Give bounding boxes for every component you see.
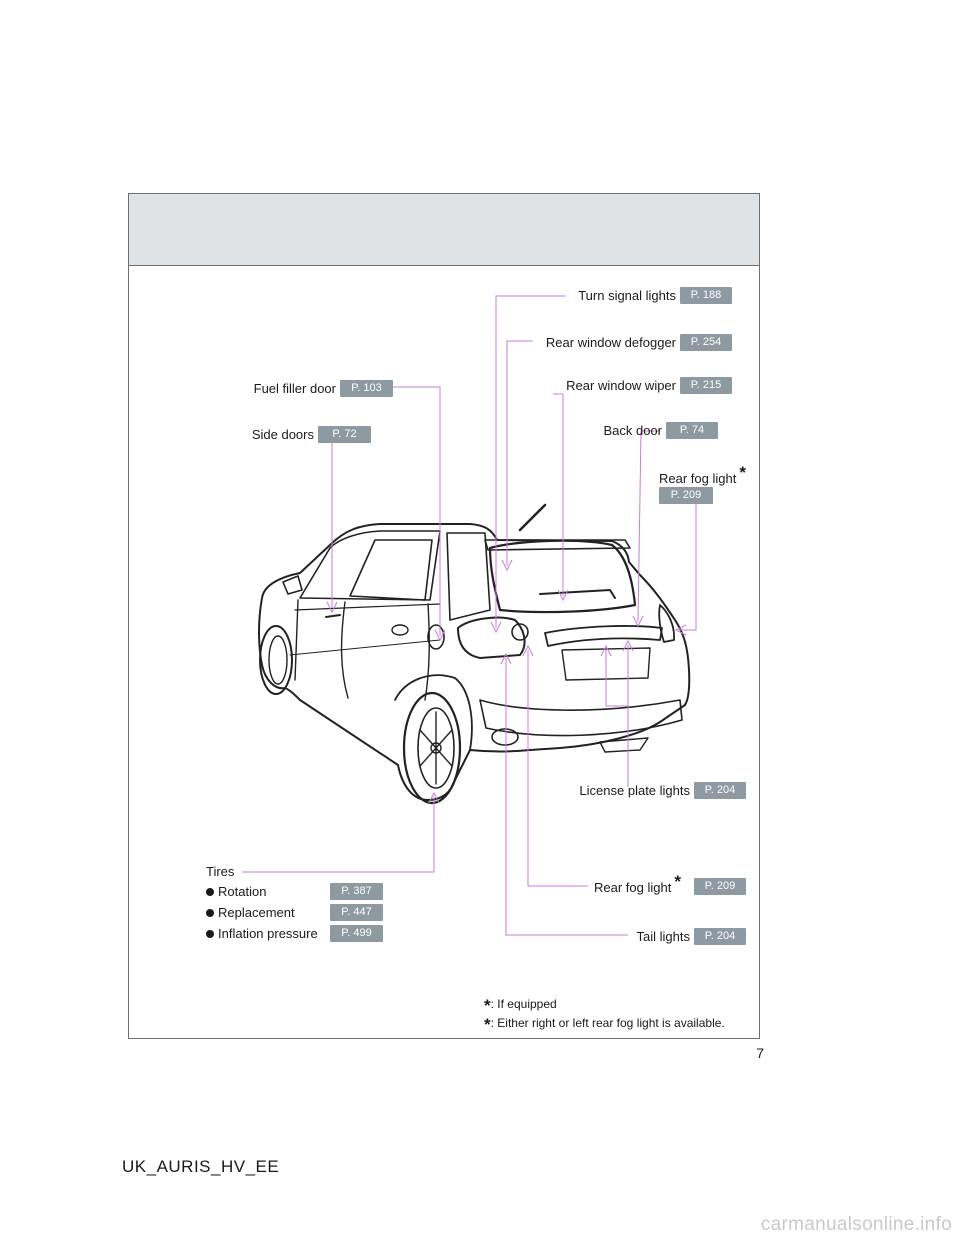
page-ref-rear-fog-top[interactable]: P. 209 xyxy=(659,487,713,504)
frame-header-band xyxy=(129,194,759,266)
label-side-doors: Side doors xyxy=(251,427,314,442)
bullet-icon xyxy=(206,909,214,917)
page-ref-rear-defogger[interactable]: P. 254 xyxy=(680,334,732,351)
footnote-if-equipped: *: If equipped xyxy=(484,994,725,1015)
tires-item-text: Replacement xyxy=(218,905,295,920)
page-ref-rotation[interactable]: P. 387 xyxy=(330,883,383,900)
tires-item-replacement: Replacement xyxy=(206,905,295,921)
tires-item-text: Rotation xyxy=(218,884,267,899)
footnotes: *: If equipped *: Either right or left r… xyxy=(484,994,725,1034)
bullet-icon xyxy=(206,930,214,938)
label-rear-fog-light-top: Rear fog light* xyxy=(659,464,746,487)
bullet-icon xyxy=(206,888,214,896)
page-ref-side-doors[interactable]: P. 72 xyxy=(318,426,371,443)
label-rear-window-wiper: Rear window wiper xyxy=(566,378,676,393)
label-license-plate-lights: License plate lights xyxy=(579,783,690,798)
label-rear-fog-light-bottom: Rear fog light* xyxy=(594,873,681,896)
label-back-door: Back door xyxy=(603,423,662,438)
page-ref-fuel-door[interactable]: P. 103 xyxy=(340,380,393,397)
asterisk-mark: * xyxy=(484,1015,491,1034)
page-ref-license-plate[interactable]: P. 204 xyxy=(694,782,746,799)
asterisk-mark: * xyxy=(484,996,491,1015)
page-ref-rear-fog-bottom[interactable]: P. 209 xyxy=(694,878,746,895)
label-turn-signal-lights: Turn signal lights xyxy=(578,288,676,303)
page-ref-rear-wiper[interactable]: P. 215 xyxy=(680,377,732,394)
footer-code: UK_AURIS_HV_EE xyxy=(122,1157,280,1176)
label-rear-window-defogger: Rear window defogger xyxy=(545,335,676,350)
asterisk-mark: * xyxy=(674,872,681,891)
asterisk-mark: * xyxy=(739,463,746,482)
page-ref-inflation-pressure[interactable]: P. 499 xyxy=(330,925,383,942)
tires-item-rotation: Rotation xyxy=(206,884,266,900)
page-ref-tail-lights[interactable]: P. 204 xyxy=(694,928,746,945)
label-tail-lights: Tail lights xyxy=(636,929,690,944)
footnote-text: : Either right or left rear fog light is… xyxy=(490,1016,725,1030)
rear-fog-bottom-text: Rear fog light xyxy=(594,880,672,895)
footnote-either-side: *: Either right or left rear fog light i… xyxy=(484,1013,725,1034)
page-ref-replacement[interactable]: P. 447 xyxy=(330,904,383,921)
rear-fog-top-text: Rear fog light xyxy=(659,471,737,486)
tires-item-inflation-pressure: Inflation pressure xyxy=(206,926,318,942)
label-fuel-filler-door: Fuel filler door xyxy=(253,381,336,396)
label-tires: Tires xyxy=(206,864,235,879)
page-number: 7 xyxy=(756,1045,764,1061)
footnote-text: : If equipped xyxy=(490,997,557,1011)
page-ref-turn-signal[interactable]: P. 188 xyxy=(680,287,732,304)
watermark: carmanualsonline.info xyxy=(760,1214,952,1235)
page-ref-back-door[interactable]: P. 74 xyxy=(666,422,718,439)
tires-item-text: Inflation pressure xyxy=(218,926,318,941)
